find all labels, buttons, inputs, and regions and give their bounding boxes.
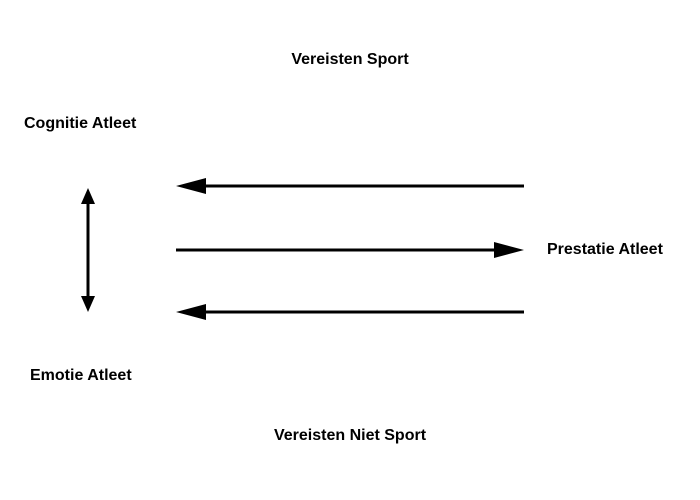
label-cognitie-atleet: Cognitie Atleet <box>24 115 137 132</box>
label-vereisten-niet-sport: Vereisten Niet Sport <box>273 427 427 444</box>
lower-arrow-left <box>176 304 524 320</box>
label-prestatie-atleet: Prestatie Atleet <box>547 241 663 258</box>
vertical-double-arrow <box>81 188 95 312</box>
label-vereisten-sport: Vereisten Sport <box>291 51 409 68</box>
middle-arrow-right <box>176 242 524 258</box>
label-emotie-atleet: Emotie Atleet <box>30 367 132 384</box>
upper-arrow-left <box>176 178 524 194</box>
